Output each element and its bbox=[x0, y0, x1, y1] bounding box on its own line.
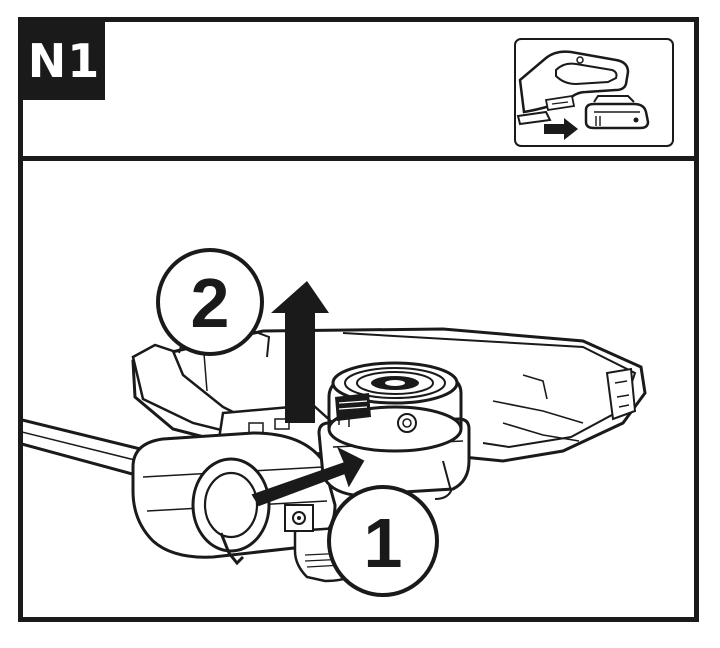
callout-1-label: 1 bbox=[364, 504, 403, 582]
callout-2-label: 2 bbox=[191, 264, 230, 342]
battery-icon bbox=[584, 95, 650, 130]
step-label: N1 bbox=[27, 34, 101, 88]
diagram-frame bbox=[18, 17, 699, 622]
trimmer-handle-icon bbox=[516, 50, 630, 126]
step-badge: N1 bbox=[23, 22, 105, 100]
callout-2-circle bbox=[156, 248, 264, 356]
arrow-up-icon bbox=[271, 281, 329, 423]
trimmer-head-illustration: 2 1 bbox=[23, 248, 647, 597]
arrow-right-icon bbox=[544, 118, 578, 140]
trimmer-head-scene: 2 1 bbox=[23, 161, 694, 617]
battery-removal-inset bbox=[514, 38, 674, 147]
callout-1-circle bbox=[327, 485, 439, 597]
header-divider bbox=[18, 156, 699, 161]
arrow-push-icon bbox=[251, 446, 365, 507]
